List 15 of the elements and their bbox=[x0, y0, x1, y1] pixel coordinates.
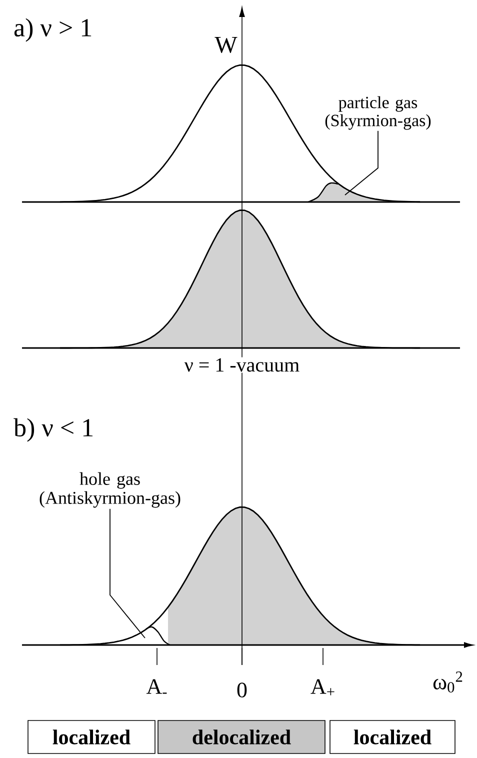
curve-label: ν = 1 -vacuum bbox=[183, 357, 301, 373]
region-box: localized bbox=[28, 720, 156, 754]
region-box: delocalized bbox=[158, 720, 326, 754]
callout-text: hole gas (Antiskyrmion-gas) bbox=[40, 472, 180, 508]
axis-label: ω$_{0}$2 bbox=[433, 672, 462, 692]
callout-text: particle gas (Skyrmion-gas) bbox=[325, 96, 431, 130]
tick-label: 0 bbox=[237, 682, 247, 698]
leader-line bbox=[110, 508, 146, 638]
panel-label: a) ν > 1 bbox=[14, 18, 92, 42]
axis-label: W bbox=[214, 36, 238, 54]
tick-label: A$_{+}$ bbox=[310, 679, 334, 696]
panel-label: b) ν < 1 bbox=[14, 418, 93, 442]
leader-line bbox=[344, 130, 378, 196]
tick-label: A$_{-}$ bbox=[146, 679, 167, 694]
region-box: localized bbox=[330, 720, 456, 754]
